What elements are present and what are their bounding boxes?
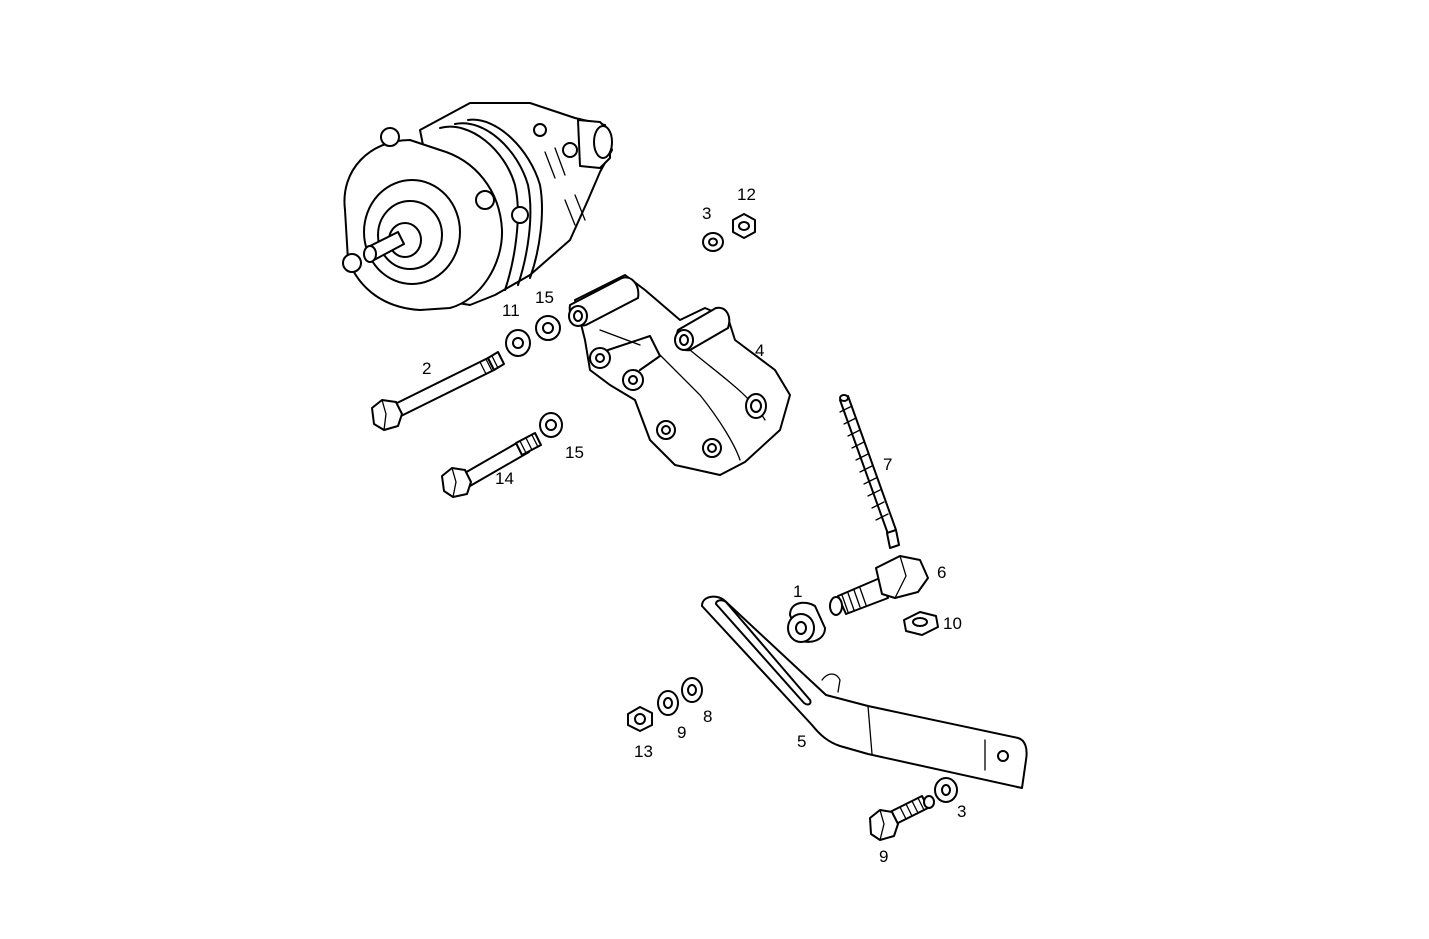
adjusting-link-5 xyxy=(701,595,1028,789)
pivot-bolt-6 xyxy=(829,555,929,616)
callout-12: 12 xyxy=(737,185,756,204)
callout-10: 10 xyxy=(943,614,962,633)
callout-9-bottom: 9 xyxy=(879,847,888,866)
bolt-2 xyxy=(371,351,505,431)
bolt-9-bottom xyxy=(869,795,935,841)
threaded-stud-7 xyxy=(839,394,900,549)
alternator xyxy=(342,102,613,311)
nut-12 xyxy=(732,213,756,239)
bolt-14 xyxy=(441,432,542,498)
mounting-bracket-4 xyxy=(568,274,791,476)
nut-13 xyxy=(627,706,653,732)
spacer-1 xyxy=(787,601,826,643)
callout-5: 5 xyxy=(797,732,806,751)
callout-8: 8 xyxy=(703,707,712,726)
callout-3-bottom: 3 xyxy=(957,802,966,821)
callout-11: 11 xyxy=(502,301,520,320)
washer-8 xyxy=(681,677,703,703)
callout-14: 14 xyxy=(495,469,514,488)
washer-15-top xyxy=(535,315,561,341)
callout-7: 7 xyxy=(883,455,892,474)
callout-15-top: 15 xyxy=(535,288,554,307)
washer-15-lower xyxy=(539,412,563,438)
callout-6: 6 xyxy=(937,563,946,582)
callout-2: 2 xyxy=(422,359,431,378)
washer-11 xyxy=(505,329,531,357)
washer-9-left xyxy=(657,690,679,716)
callout-4: 4 xyxy=(755,341,764,360)
callout-3-top: 3 xyxy=(702,204,711,223)
callout-15-lower: 15 xyxy=(565,443,584,462)
callout-1: 1 xyxy=(793,582,802,601)
washer-3-bottom xyxy=(934,777,958,803)
washer-3-top xyxy=(702,232,724,252)
nut-10 xyxy=(903,611,939,636)
callout-13: 13 xyxy=(634,742,653,761)
callout-9-left: 9 xyxy=(677,723,686,742)
